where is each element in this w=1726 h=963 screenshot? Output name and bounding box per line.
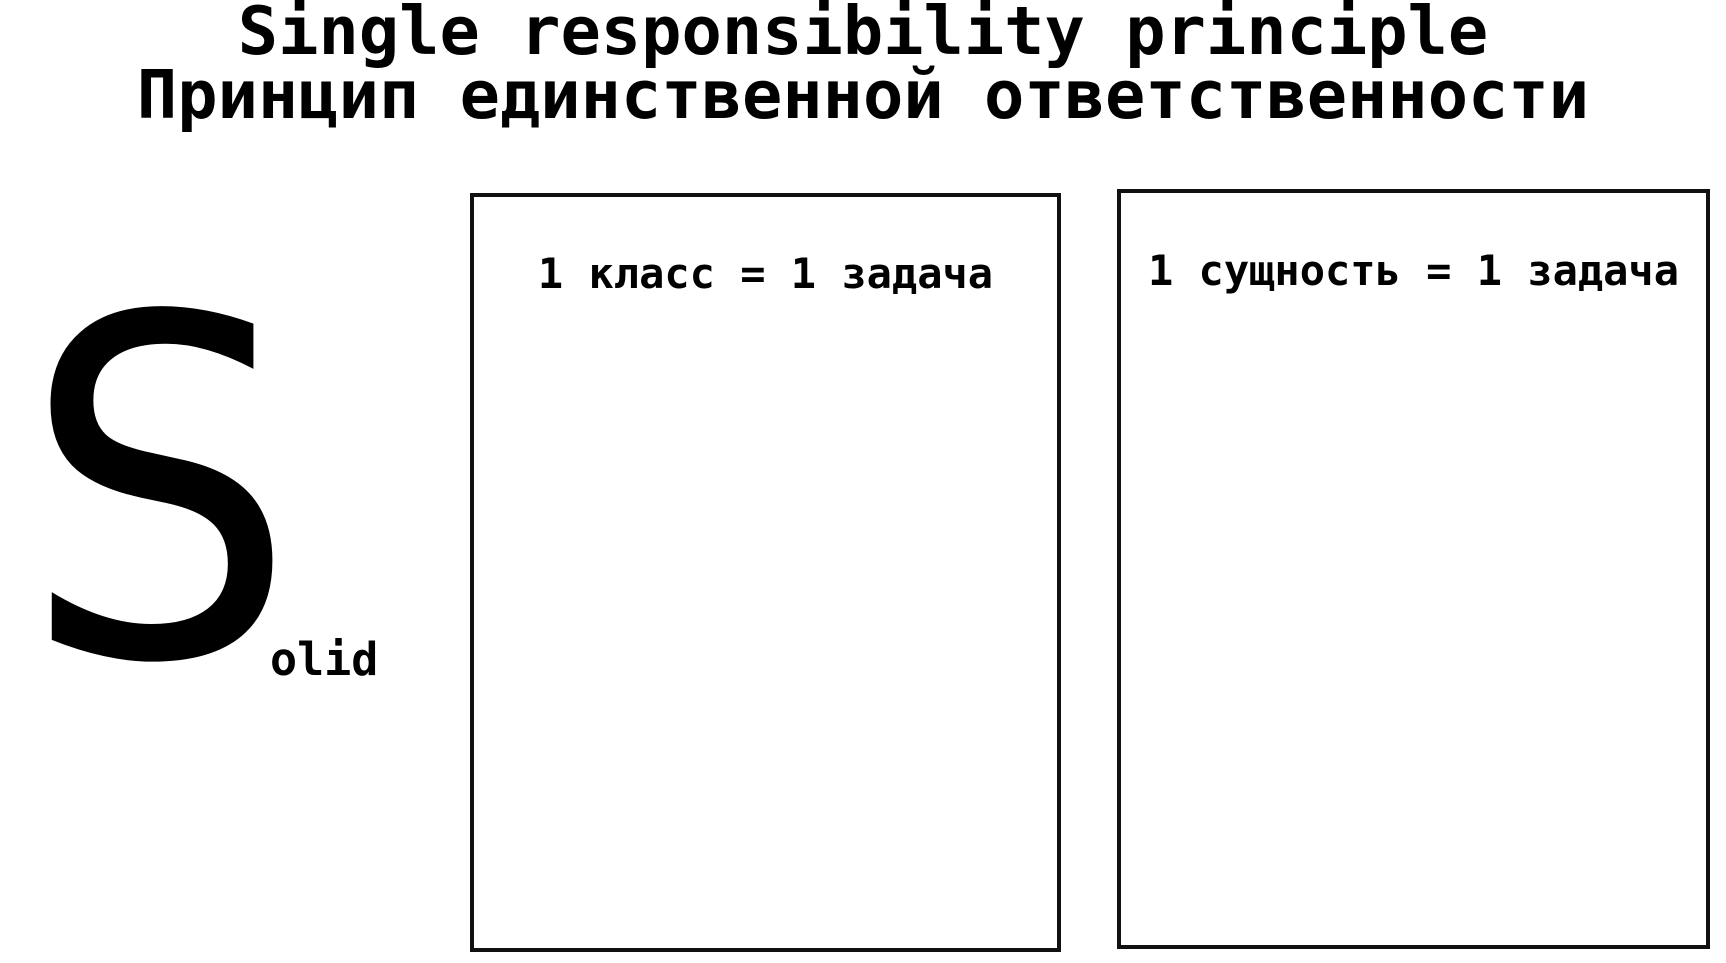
acronym-rest: olid — [270, 633, 379, 686]
entity-box: 1 сущность = 1 задача — [1117, 189, 1710, 949]
entity-box-label: 1 сущность = 1 задача — [1147, 246, 1679, 295]
title-english: Single responsibility principle — [237, 0, 1489, 70]
class-box-label: 1 класс = 1 задача — [537, 249, 994, 298]
class-box: 1 класс = 1 задача — [470, 193, 1061, 952]
title-russian: Принцип единственной ответственности — [136, 56, 1590, 134]
acronym-letter: S — [22, 219, 297, 766]
